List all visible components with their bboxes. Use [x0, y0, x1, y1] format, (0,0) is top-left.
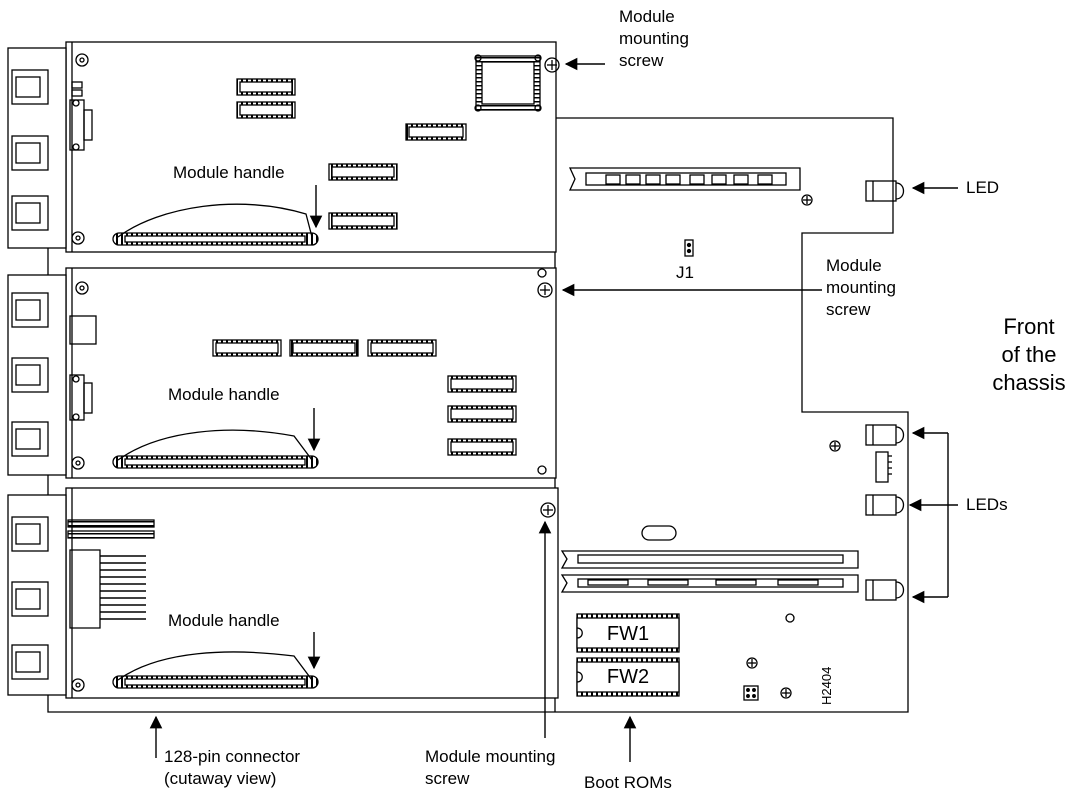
- led-bottom: [865, 579, 905, 601]
- boot-rom-fw1: [576, 613, 680, 653]
- bottom-module: [7, 487, 559, 699]
- mid-mounting-screw: [537, 282, 553, 298]
- chassis-slots-bottom: [560, 550, 859, 593]
- boot-rom-fw2: [576, 657, 680, 697]
- led-middle-2: [865, 494, 905, 516]
- bottom-mounting-screw: [540, 502, 556, 518]
- label-top-module-screw: Module mounting screw: [619, 7, 689, 70]
- callout-arrows: [149, 57, 958, 762]
- chassis-board: [47, 48, 909, 713]
- label-module-handle-top: Module handle: [173, 163, 285, 182]
- led-middle-1: [865, 424, 905, 446]
- label-fw1: FW1: [606, 623, 650, 645]
- label-mid-module-screw: Module mounting screw: [826, 256, 896, 319]
- jumper-j1: [684, 239, 694, 257]
- label-module-handle-bottom: Module handle: [168, 611, 280, 630]
- chassis-slot-top: [568, 167, 801, 191]
- middle-module: [7, 267, 557, 479]
- label-front-of-chassis: Front of the chassis: [992, 314, 1066, 395]
- top-mounting-screw: [544, 57, 560, 73]
- label-j1: J1: [676, 263, 694, 282]
- label-module-handle-mid: Module handle: [168, 385, 280, 404]
- label-boot-roms: Boot ROMs: [584, 773, 672, 792]
- label-figure-id: H2404: [819, 666, 834, 705]
- label-bottom-module-screw: Module mounting screw: [425, 747, 556, 788]
- jumper-block: [743, 685, 759, 701]
- label-fw2: FW2: [606, 666, 650, 688]
- label-leds: LEDs: [966, 495, 1008, 514]
- led-top: [865, 180, 905, 202]
- label-led: LED: [966, 178, 1000, 197]
- label-connector: 128-pin connector (cutaway view): [164, 747, 301, 788]
- top-module: [7, 41, 560, 253]
